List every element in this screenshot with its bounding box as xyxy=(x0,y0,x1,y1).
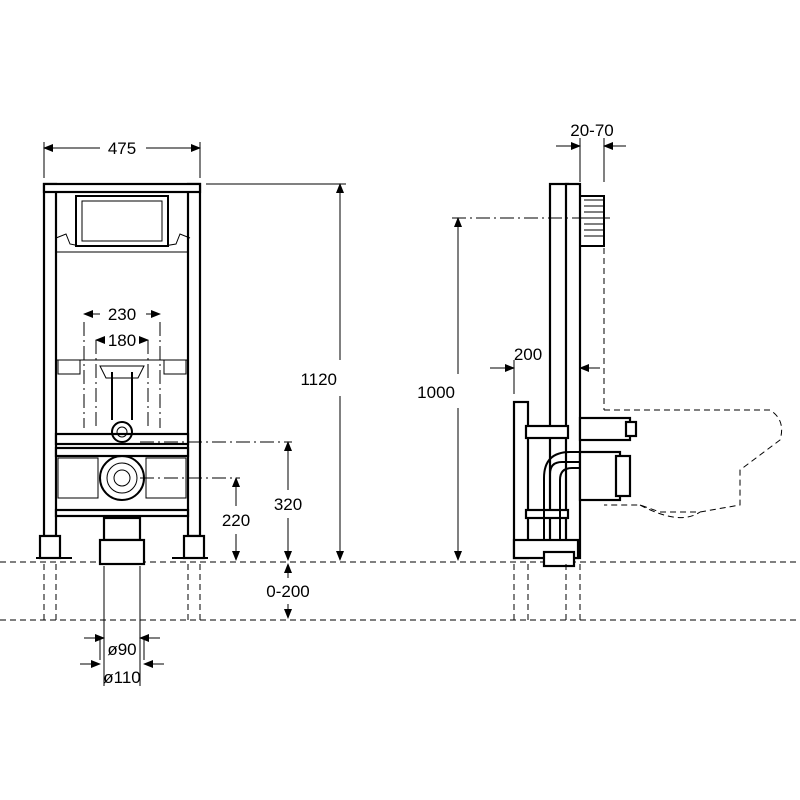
dim-flush-height: 1000 xyxy=(417,383,455,402)
dim-outlet-320: 320 xyxy=(274,495,302,514)
dim-frame-height: 1120 xyxy=(300,370,337,389)
dim-frame-width: 475 xyxy=(108,139,136,158)
dim-pipe-110: ø110 xyxy=(103,668,141,687)
dim-side-200: 200 xyxy=(514,345,542,364)
dim-inner-230: 230 xyxy=(108,305,136,324)
dim-pipe-90: ø90 xyxy=(107,640,136,659)
floor-lines xyxy=(0,561,800,621)
dim-inner-180: 180 xyxy=(108,331,136,350)
dimension-lines xyxy=(43,138,626,686)
dimension-labels: 475 230 180 1120 320 220 0-200 ø90 ø110 … xyxy=(103,121,613,687)
dim-outlet-220: 220 xyxy=(222,511,250,530)
front-view xyxy=(36,182,208,620)
side-view xyxy=(512,182,783,620)
dim-floor-adjust: 0-200 xyxy=(266,582,309,601)
dim-wall-depth: 20-70 xyxy=(570,121,613,140)
